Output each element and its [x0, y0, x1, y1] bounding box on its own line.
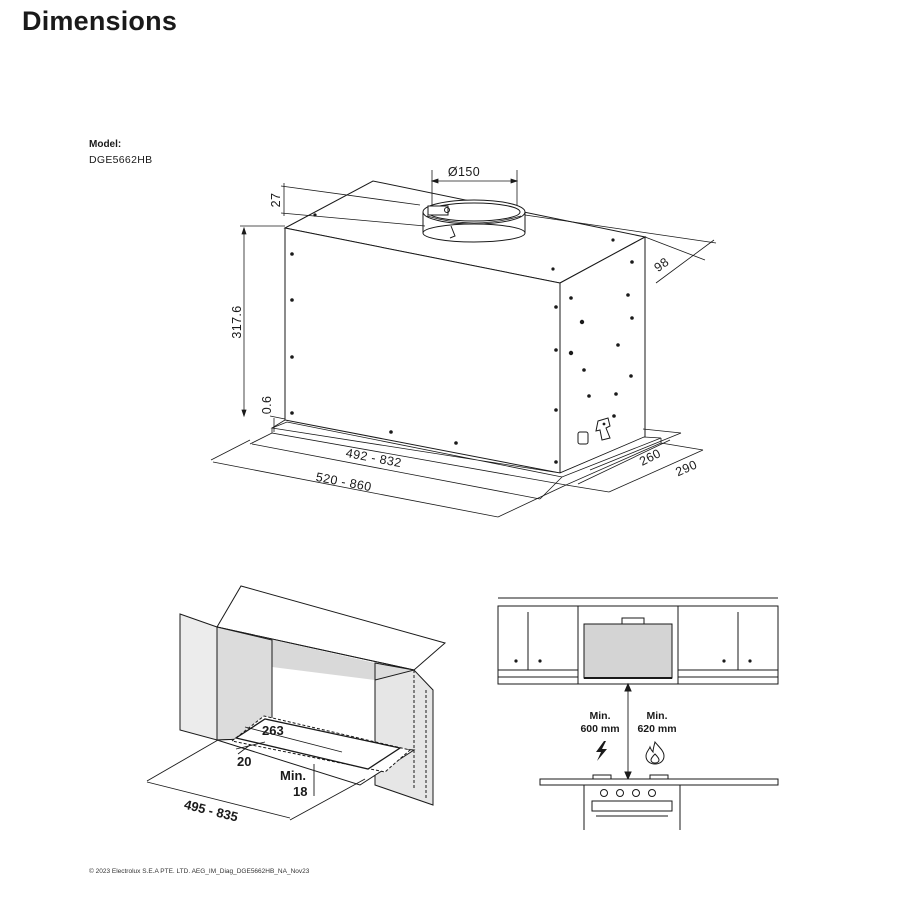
gas-min-value: 620 mm [637, 723, 676, 735]
frame-thickness-dimension [269, 415, 286, 432]
body-height-label: 317.6 [230, 305, 244, 338]
cutout-width-label: 495 - 835 [183, 797, 240, 825]
side-screws [568, 260, 634, 418]
clearance-drawing [497, 597, 779, 830]
cutout-depth-label: 263 [262, 723, 284, 738]
collar-height-label: 27 [269, 193, 283, 208]
front-screws [290, 213, 615, 464]
duct-diameter-dimension [430, 170, 519, 205]
edge-offset-label: 20 [237, 754, 251, 769]
frame-thickness-label: 0.6 [260, 396, 274, 415]
min-thickness-value: 18 [293, 784, 307, 799]
electric-min-value: 600 mm [580, 723, 619, 735]
gas-min-label: Min. [647, 710, 668, 722]
min-thickness-label: Min. [280, 768, 306, 783]
hood-drawing: Ø150 27 98 317.6 0.6 [210, 165, 717, 518]
body-height-dimension [240, 225, 285, 418]
duct-diameter-label: Ø150 [448, 165, 480, 179]
duct-offset-label: 98 [652, 255, 672, 275]
model-label: Model: [89, 139, 122, 150]
copyright-footer: © 2023 Electrolux S.E.A PTE. LTD. AEG_IM… [89, 868, 310, 875]
page-title: Dimensions [22, 6, 178, 36]
inner-width-label: 492 - 832 [345, 446, 403, 470]
duct-collar [422, 199, 526, 243]
electrical-connector [577, 417, 611, 445]
outer-width-label: 520 - 860 [315, 470, 373, 494]
cutout-drawing [146, 585, 447, 821]
width-dimensions [210, 432, 567, 518]
electric-min-label: Min. [590, 710, 611, 722]
collar-height-dimension [280, 183, 426, 227]
lightning-icon [596, 741, 607, 761]
model-number: DGE5662HB [89, 154, 153, 166]
flame-icon [645, 740, 665, 765]
depth-dimensions [565, 428, 704, 493]
duct-offset-dimension [524, 214, 717, 284]
outer-depth-label: 290 [673, 457, 699, 479]
